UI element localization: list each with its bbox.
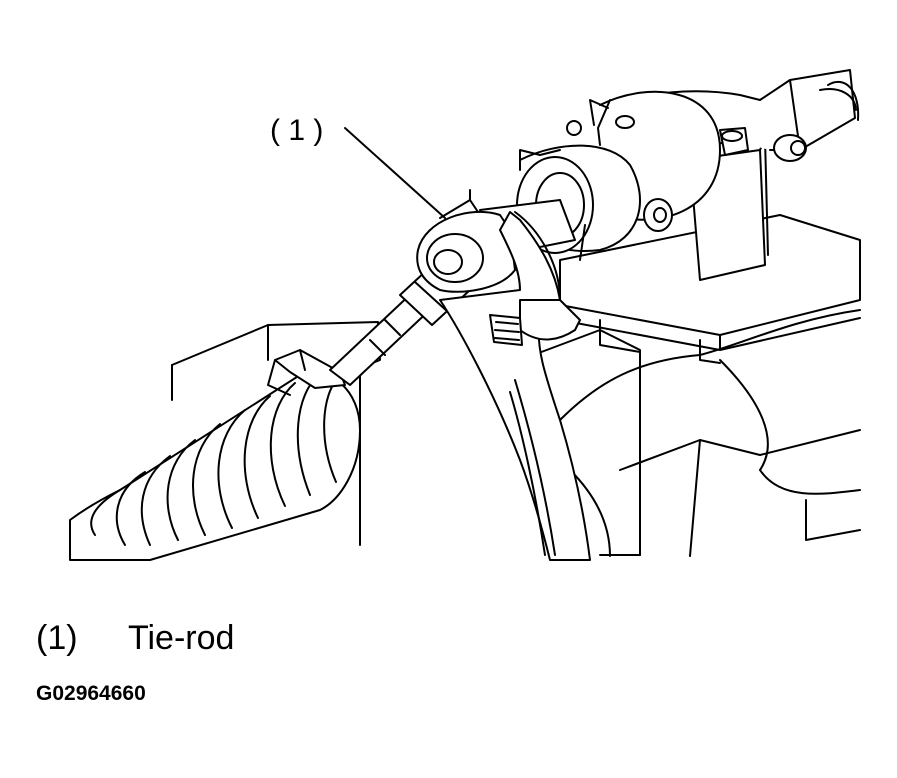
legend: (1) Tie-rod: [36, 618, 234, 658]
rack-boot-bellows: [69, 349, 361, 561]
callout-leader-line: [344, 127, 446, 219]
figure-id: G02964660: [36, 682, 146, 705]
steering-rack-tie-rod-illustration: ( 1 ): [69, 69, 861, 561]
adjustable-wrench: [439, 211, 591, 561]
legend-text: Tie-rod: [128, 619, 235, 657]
rack-end-lock-nut: [416, 189, 516, 293]
callout-label: ( 1 ): [270, 114, 323, 147]
crossmember-body: [171, 309, 861, 557]
legend-number: (1): [36, 619, 78, 657]
rack-tube: [479, 144, 673, 261]
legend-item: (1) Tie-rod: [36, 618, 234, 658]
callout-1: ( 1 ): [270, 114, 446, 219]
